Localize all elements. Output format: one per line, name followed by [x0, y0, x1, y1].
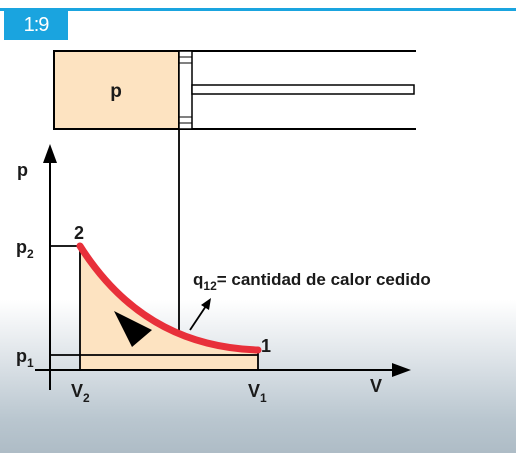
tick-v2-sub: 2: [83, 391, 90, 405]
tick-p1-base: p: [16, 346, 27, 366]
cylinder: p: [53, 50, 416, 130]
heat-annotation: q12= cantidad de calor cedido: [193, 270, 431, 293]
chamber-pressure-label: p: [110, 81, 122, 102]
x-axis-label: V: [370, 376, 382, 396]
state-point-1-label: 1: [261, 336, 271, 356]
curve-direction-arrow: [114, 311, 152, 347]
heat-arrowhead: [201, 298, 211, 310]
heat-subscript: 12: [203, 279, 217, 293]
tick-v1-base: V: [248, 381, 260, 401]
tick-p1-sub: 1: [27, 356, 34, 370]
state-point-2-label: 2: [74, 223, 84, 243]
piston-rod: [191, 84, 415, 95]
tick-v2-base: V: [71, 381, 83, 401]
figure-number-badge: 1:9: [4, 10, 68, 40]
tick-p2-sub: 2: [27, 247, 34, 261]
heat-arrow: [189, 305, 207, 331]
y-axis-arrowhead: [43, 144, 57, 163]
tick-p2-base: p: [16, 237, 27, 257]
y-axis-label: p: [17, 160, 28, 180]
tick-p1: p1: [16, 346, 34, 370]
tick-v1: V1: [248, 381, 267, 405]
tick-p2: p2: [16, 237, 34, 261]
process-area-fill: [80, 246, 258, 370]
tick-v2: V2: [71, 381, 90, 405]
heat-symbol: q: [193, 270, 203, 289]
x-axis-arrowhead: [392, 363, 411, 377]
compression-curve: [76, 242, 262, 354]
header-rule: [0, 8, 516, 11]
heat-description: = cantidad de calor cedido: [217, 270, 431, 289]
gas-chamber: [53, 50, 180, 130]
tick-v1-sub: 1: [260, 391, 267, 405]
